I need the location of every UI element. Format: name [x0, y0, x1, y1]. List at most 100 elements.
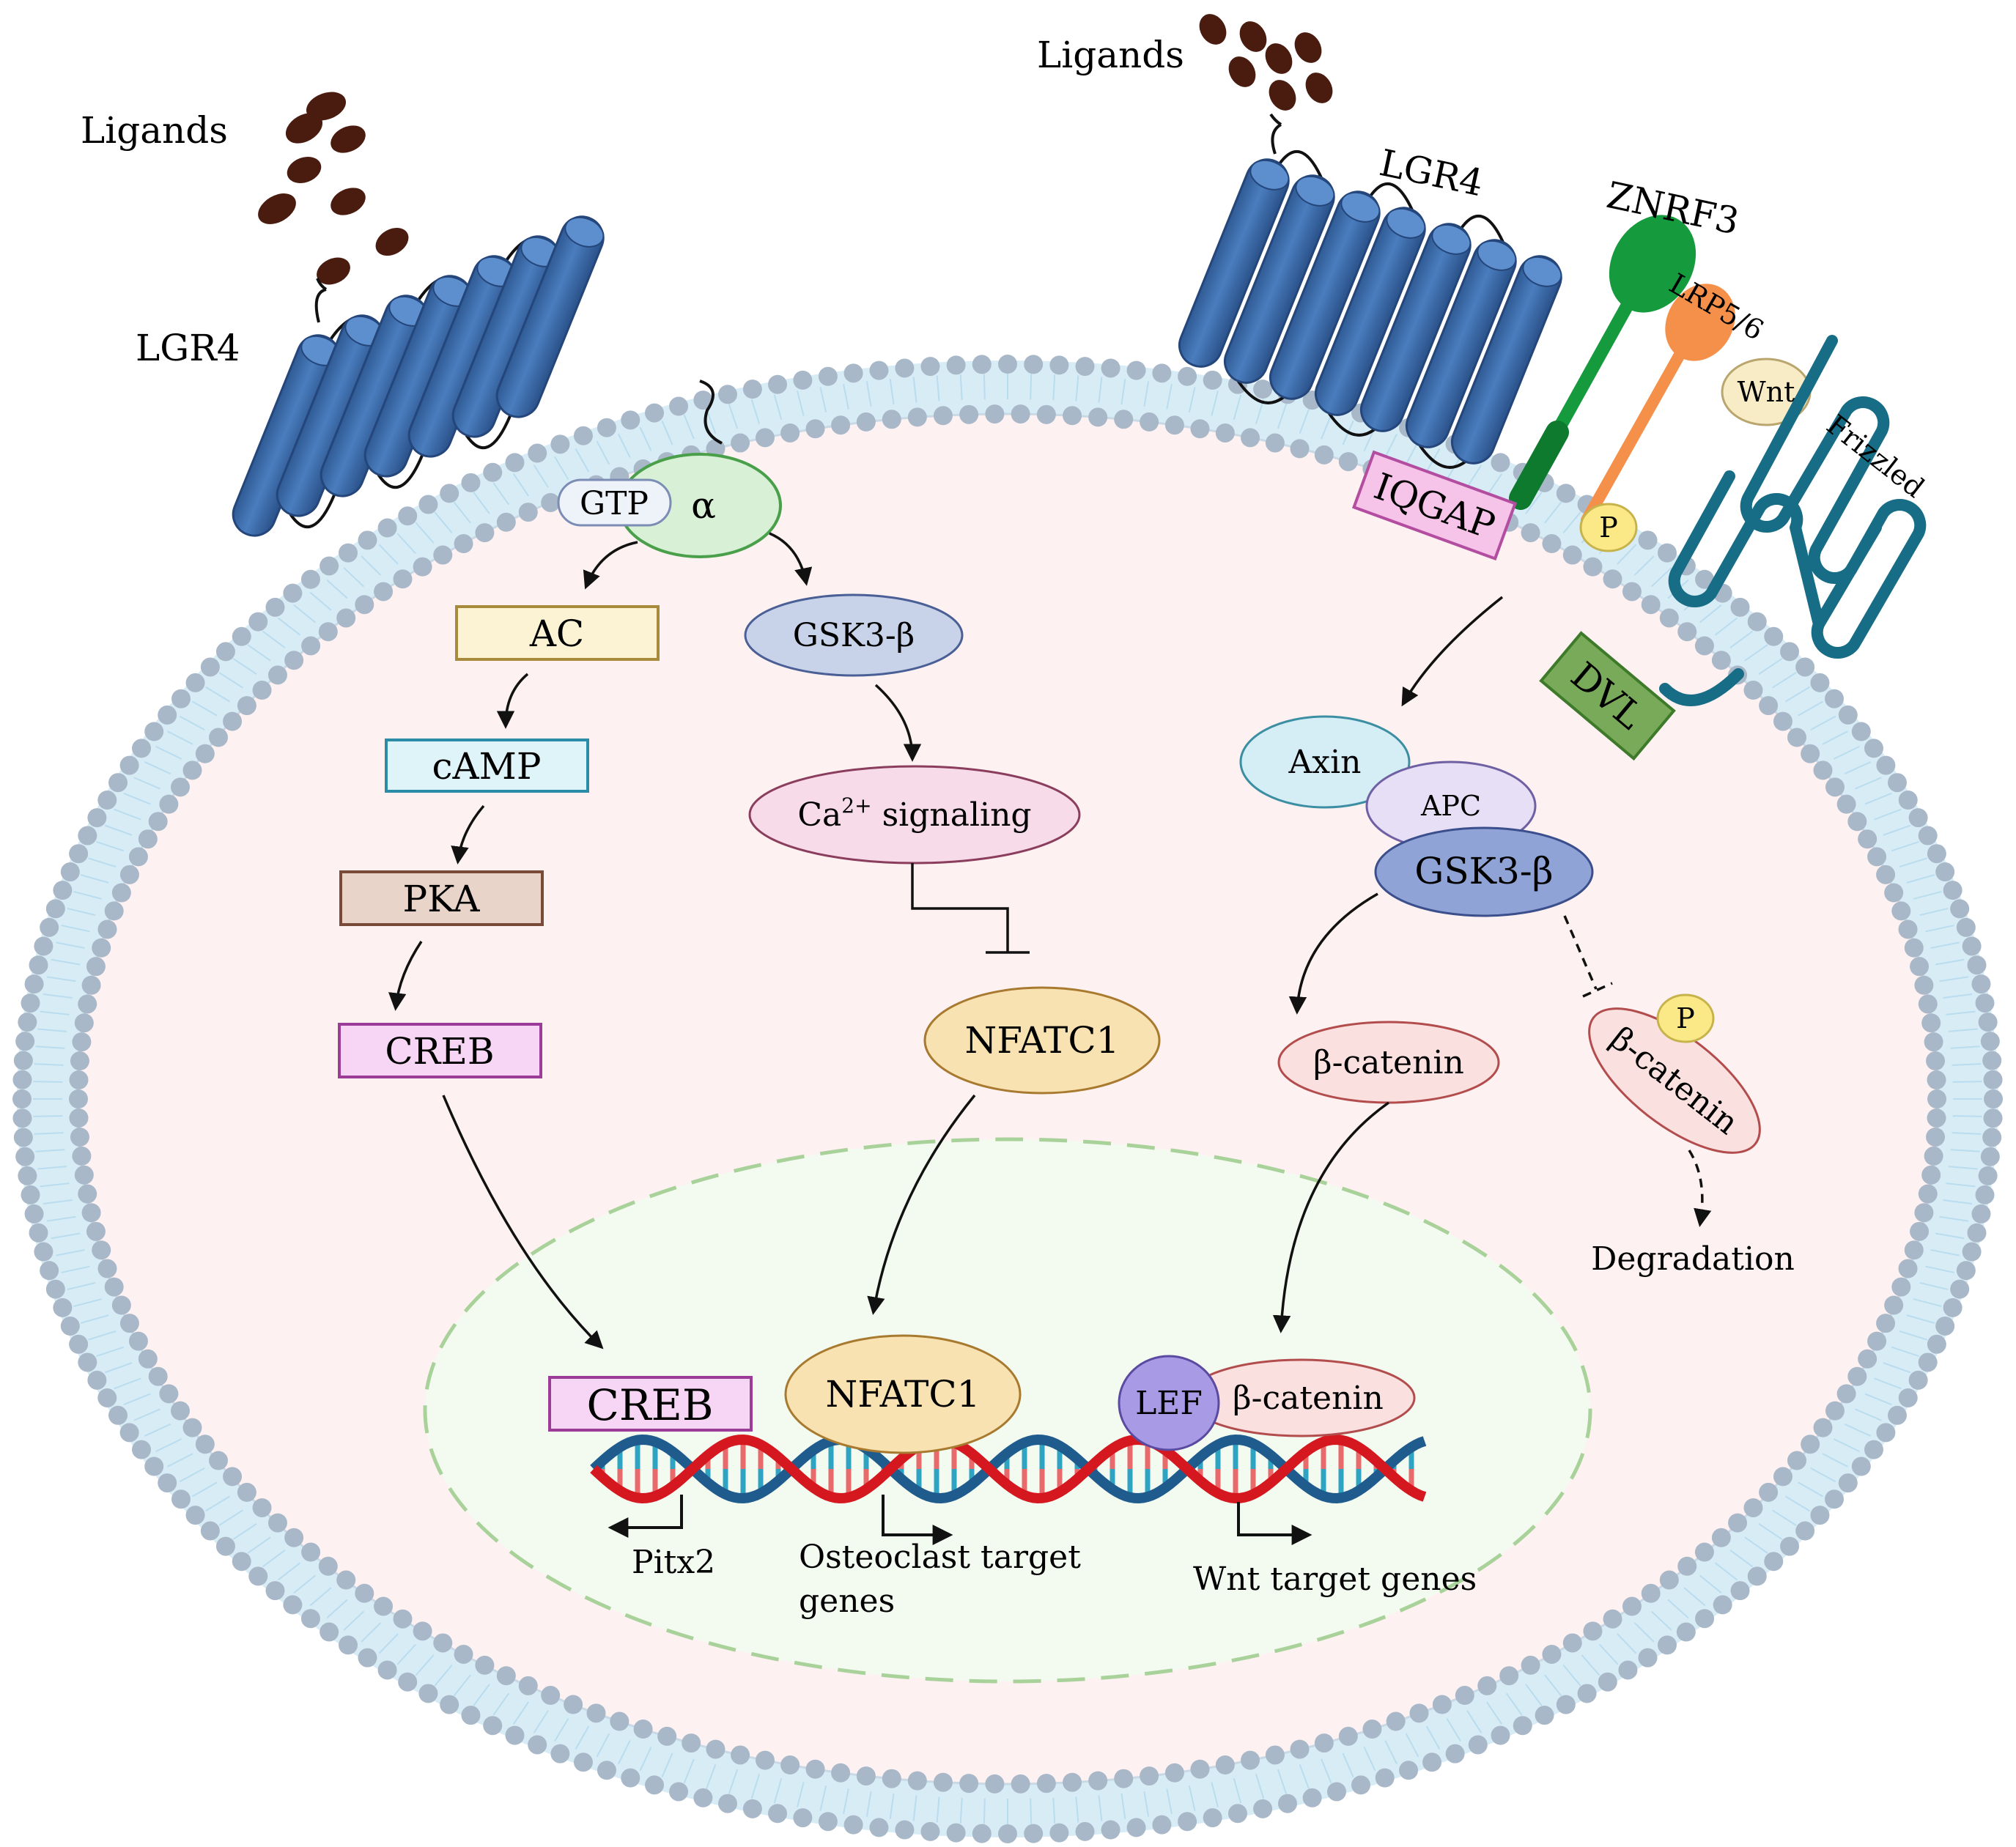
lipid-tail — [453, 1674, 471, 1697]
lipid-head — [780, 423, 800, 443]
lipid-head — [86, 957, 106, 977]
lipid-tail — [492, 482, 510, 506]
lipid-head — [92, 1240, 111, 1260]
lipid-head — [1836, 794, 1856, 814]
lipid-tail — [1833, 745, 1860, 760]
lipid-head — [300, 569, 320, 589]
lipid-head — [1983, 1108, 2003, 1128]
lipid-head — [440, 484, 459, 503]
lipid-head — [1921, 1165, 1941, 1185]
lipid-head — [843, 363, 863, 383]
lipid-head — [454, 1644, 473, 1664]
lipid-head — [669, 396, 689, 416]
lipid-head — [768, 1804, 788, 1824]
lipid-head — [1011, 404, 1030, 424]
lipid-head — [1164, 415, 1184, 435]
receptor-loop — [1368, 182, 1415, 214]
camp-label: cAMP — [432, 745, 542, 788]
lipid-tail — [1925, 1265, 1954, 1273]
lipid-head — [895, 358, 915, 378]
lipid-head — [29, 1223, 48, 1243]
lipid-tail — [1943, 993, 1973, 999]
lipid-head — [1577, 1684, 1597, 1703]
lipid-head — [393, 1609, 413, 1629]
lipid-head — [119, 755, 139, 775]
lipid-tail — [1544, 501, 1562, 524]
lipid-head — [355, 1583, 374, 1603]
lipid-head — [18, 1166, 37, 1185]
lipid-head — [831, 1763, 851, 1783]
lipid-head — [339, 543, 358, 563]
lipid-head — [248, 612, 268, 632]
lipid-tail — [683, 414, 695, 440]
lipid-tail — [1321, 414, 1332, 440]
lipid-tail — [661, 420, 673, 445]
lipid-head — [1603, 1609, 1622, 1629]
arrow-camp-pka — [451, 804, 485, 865]
lipid-head — [1326, 1782, 1346, 1802]
lipid-head — [171, 1401, 191, 1421]
lipid-head — [15, 1147, 35, 1166]
lipid-head — [374, 1596, 394, 1616]
lipid-head — [104, 901, 124, 921]
lipid-head — [45, 1279, 65, 1299]
lipid-tail — [204, 686, 230, 703]
lipid-head — [1810, 673, 1830, 692]
lipid-tail — [1699, 1574, 1722, 1594]
lipid-head — [1982, 1051, 2002, 1070]
lipid-tail — [1854, 777, 1882, 790]
lipid-head — [232, 1552, 251, 1572]
lipid-tail — [1233, 1777, 1242, 1804]
lipid-head — [1983, 1070, 2003, 1089]
lipid-tail — [1075, 375, 1079, 401]
lipid-head — [182, 760, 202, 780]
lipid-head — [318, 1556, 338, 1576]
lipid-tail — [1525, 1684, 1543, 1706]
lipid-head — [1918, 826, 1938, 845]
ligand — [1228, 56, 1256, 87]
lipid-head — [1743, 681, 1763, 700]
ligand — [285, 113, 323, 144]
lipid-head — [223, 711, 243, 731]
lipid-head — [1927, 1070, 1946, 1090]
lipid-tail — [1188, 1785, 1196, 1811]
lipid-tail — [1952, 1132, 1982, 1135]
lipid-head — [97, 1259, 117, 1278]
receptor-loop — [1418, 445, 1466, 469]
lipid-head — [1036, 404, 1056, 424]
lipid-head — [21, 993, 40, 1013]
lipid-head — [1265, 433, 1285, 453]
lipid-head — [267, 1513, 287, 1533]
lipid-head — [1215, 1755, 1235, 1775]
lipid-tail — [33, 1081, 63, 1083]
lipid-head — [1338, 1726, 1358, 1746]
lipid-head — [985, 404, 1005, 424]
lipid-head — [454, 534, 473, 554]
lipid-head — [1891, 901, 1911, 921]
lipid-head — [1265, 1745, 1285, 1765]
lipid-tail — [277, 617, 301, 636]
ligand — [331, 188, 366, 215]
lipid-head — [1980, 1032, 2000, 1051]
lipid-head — [505, 1725, 525, 1745]
lipid-tail — [46, 1215, 76, 1222]
lipid-head — [1711, 651, 1731, 670]
lipid-head — [40, 917, 59, 937]
apc-label: APC — [1420, 790, 1481, 822]
lipid-head — [1914, 975, 1934, 995]
lipid-head — [550, 434, 570, 454]
lipid-head — [1971, 1204, 1991, 1224]
lipid-head — [1583, 1621, 1603, 1641]
lipid-head — [200, 1521, 220, 1541]
lipid-head — [1978, 1013, 1998, 1032]
inhibit-gsk3b-bcatp — [1563, 915, 1613, 998]
tss-osteoclast — [882, 1495, 953, 1545]
lipid-head — [1362, 1720, 1382, 1739]
lipid-head — [1924, 1032, 1943, 1052]
lipid-head — [69, 1089, 88, 1108]
lipid-head — [573, 1752, 593, 1772]
lipid-head — [1088, 1771, 1108, 1791]
lipid-head — [998, 355, 1017, 374]
lipid-tail — [1505, 1692, 1523, 1716]
lipid-head — [1290, 1739, 1310, 1759]
